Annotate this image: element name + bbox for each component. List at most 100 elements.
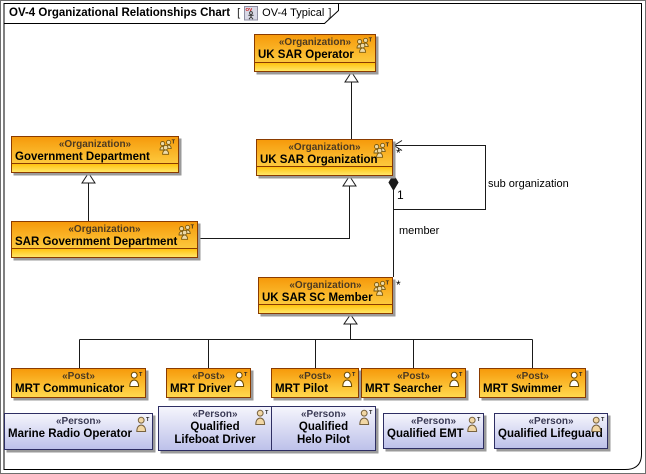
stereotype-label: «Organization»	[289, 280, 362, 291]
connectors	[79, 71, 533, 368]
svg-text:T: T	[265, 410, 269, 416]
stereotype-label: «Person»	[528, 416, 574, 427]
svg-text:T: T	[579, 372, 583, 378]
empty-compartment	[12, 163, 178, 172]
node-name: SAR Government Department	[12, 236, 197, 249]
bracket-open: [	[237, 7, 241, 19]
node-name: Government Department	[12, 151, 178, 164]
person-icon: T	[233, 371, 248, 388]
svg-text:T: T	[172, 140, 176, 146]
node-name-line: Qualified	[298, 421, 349, 433]
stereotype-label: «Organization»	[58, 139, 132, 150]
node-name-line: MRT Swimmer	[483, 383, 563, 395]
node-name-line: Helo Pilot	[296, 434, 351, 446]
open-arrow-upper	[393, 140, 403, 146]
node-name: UK SAR Operator	[255, 49, 375, 62]
mrt-driver-node[interactable]: «Post»MRT Driver T	[166, 368, 251, 398]
node-name: MRT Swimmer	[480, 383, 585, 396]
generalization-arrow-operator	[344, 71, 359, 83]
mrt-communicator-node[interactable]: «Post»MRT Communicator T	[11, 368, 146, 398]
node-name-line: MRT Driver	[170, 383, 232, 395]
svg-text:T: T	[139, 372, 143, 378]
svg-text:T: T	[386, 143, 390, 149]
node-name: Marine Radio Operator	[5, 428, 152, 441]
svg-text:T: T	[369, 410, 373, 416]
node-name-line: Lifeboat Driver	[174, 434, 256, 446]
generalization-arrow-scmember	[343, 313, 358, 325]
organization-icon: T	[372, 142, 390, 158]
node-name-line: UK SAR SC Member	[262, 292, 373, 304]
person-icon: T	[590, 416, 605, 433]
node-name-line: Government Department	[15, 151, 150, 163]
node-name: MRT Pilot	[272, 383, 358, 396]
svg-text:T: T	[191, 225, 195, 231]
node-name-line: UK SAR Organization	[260, 154, 378, 166]
ov4-diagram-icon: OV	[244, 5, 259, 21]
multiplicity-star-suborg: *	[396, 146, 401, 160]
node-name-line: Qualified EMT	[387, 428, 464, 440]
generalization-line-sarorg	[198, 186, 350, 239]
node-name-line: Qualified Lifeguard	[498, 428, 603, 440]
sub-organization-loop	[393, 145, 486, 210]
title-bar: OV-4 Organizational Relationships Chart …	[9, 5, 331, 21]
organization-icon: T	[177, 224, 195, 240]
stereotype-label: «Person»	[300, 409, 347, 420]
empty-compartment	[12, 248, 197, 257]
mrt-pilot-node[interactable]: «Post»MRT Pilot T	[271, 368, 359, 398]
qualified-lifeguard-node[interactable]: «Person»Qualified Lifeguard T	[494, 413, 608, 449]
node-name-line: MRT Searcher	[365, 383, 443, 395]
svg-text:T: T	[244, 372, 248, 378]
marine-radio-operator-node[interactable]: «Person»Marine Radio Operator T	[4, 413, 153, 450]
node-name: Qualified EMT	[384, 428, 483, 441]
person-icon: T	[254, 409, 269, 426]
node-name: MRT Driver	[167, 383, 250, 396]
svg-text:T: T	[459, 372, 463, 378]
person-icon: T	[448, 371, 463, 388]
node-name-line: MRT Communicator	[15, 383, 125, 395]
empty-compartment	[259, 304, 392, 313]
empty-compartment	[255, 62, 375, 71]
svg-text:T: T	[477, 417, 481, 423]
view-name: OV-4 Typical	[262, 7, 325, 19]
uk-sar-organization-node[interactable]: «Organization»UK SAR Organization T	[256, 139, 393, 176]
node-name-line: Marine Radio Operator	[8, 428, 132, 440]
empty-compartment	[257, 166, 392, 175]
organization-icon: T	[372, 280, 390, 296]
stereotype-label: «Post»	[62, 371, 95, 382]
stereotype-label: «Person»	[55, 416, 102, 427]
node-name-line: UK SAR Operator	[258, 49, 354, 61]
government-department-node[interactable]: «Organization»Government Department T	[11, 136, 179, 173]
qualified-emt-node[interactable]: «Person»Qualified EMT T	[383, 413, 484, 449]
stereotype-label: «Person»	[410, 416, 457, 427]
node-name-line: SAR Government Department	[15, 236, 178, 248]
stereotype-label: «Person»	[192, 409, 238, 420]
generalization-arrow-govdept	[81, 172, 96, 184]
person-icon: T	[128, 371, 143, 388]
multiplicity-star-member: *	[396, 278, 401, 292]
stereotype-label: «Post»	[516, 371, 549, 382]
stereotype-label: «Post»	[298, 371, 332, 382]
person-icon: T	[568, 371, 583, 388]
node-name: Qualified Lifeguard	[495, 428, 607, 441]
stereotype-label: «Organization»	[288, 142, 361, 153]
svg-text:T: T	[601, 417, 605, 423]
mrt-swimmer-node[interactable]: «Post»MRT Swimmer T	[479, 368, 586, 398]
stereotype-label: «Organization»	[278, 37, 352, 48]
svg-text:OV: OV	[246, 7, 254, 12]
svg-text:T: T	[352, 372, 356, 378]
person-icon: T	[358, 409, 373, 426]
person-icon: T	[341, 371, 356, 388]
node-name: MRT Searcher	[362, 383, 465, 396]
stereotype-label: «Post»	[192, 371, 225, 382]
svg-text:T: T	[146, 417, 150, 423]
node-name: UK SAR SC Member	[259, 292, 392, 305]
